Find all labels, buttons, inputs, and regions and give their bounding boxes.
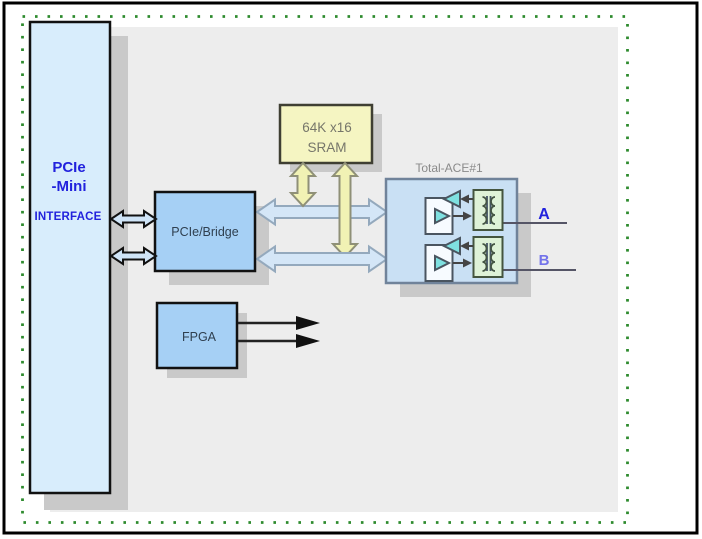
sram-label-line1: 64K x16 (302, 120, 352, 135)
transformer-b-coil-right-icon (490, 243, 496, 272)
fpga-label: FPGA (182, 330, 217, 344)
transformer-b-coil-left-icon (482, 243, 488, 272)
total-ace-label: Total-ACE#1 (415, 161, 483, 175)
pcie-mini-block (28, 20, 112, 495)
rx-b-arrow-head-icon (460, 241, 469, 251)
pcie-mini-label-line1: PCIe (52, 159, 85, 176)
channel-a-label: A (538, 206, 550, 223)
sram-block (278, 103, 374, 165)
mini-bridge-arrow-top-icon (109, 209, 158, 229)
channel-a-group (424, 189, 504, 235)
channel-b-group (424, 236, 504, 282)
mini-bridge-arrow-bottom-icon (109, 246, 158, 266)
pcie-mini-label-line2: -Mini (52, 178, 87, 195)
transformer-a-coil-left-icon (482, 196, 488, 225)
sram-label-line2: SRAM (307, 140, 346, 155)
fpga-block (155, 301, 239, 370)
dotted-border (21, 15, 629, 524)
tx-b-arrow-head-icon (463, 258, 472, 268)
rx-a-arrow-head-icon (460, 194, 469, 204)
bridge-block (153, 190, 257, 273)
fpga-arrow-top-head-icon (296, 316, 320, 330)
transformer-a-box (472, 189, 504, 231)
transformer-b-box (472, 236, 504, 278)
driver-b-triangle-icon (434, 254, 452, 272)
pcie-mini-label-interface: INTERFACE (35, 211, 102, 223)
driver-a-triangle-icon (434, 207, 452, 225)
tx-a-arrow-head-icon (463, 211, 472, 221)
channel-b-label: B (539, 252, 550, 269)
transformer-a-coil-right-icon (490, 196, 496, 225)
bridge-label: PCIe/Bridge (171, 225, 238, 239)
fpga-arrow-bottom-head-icon (296, 334, 320, 348)
sram-arrow-left-icon (288, 161, 318, 208)
